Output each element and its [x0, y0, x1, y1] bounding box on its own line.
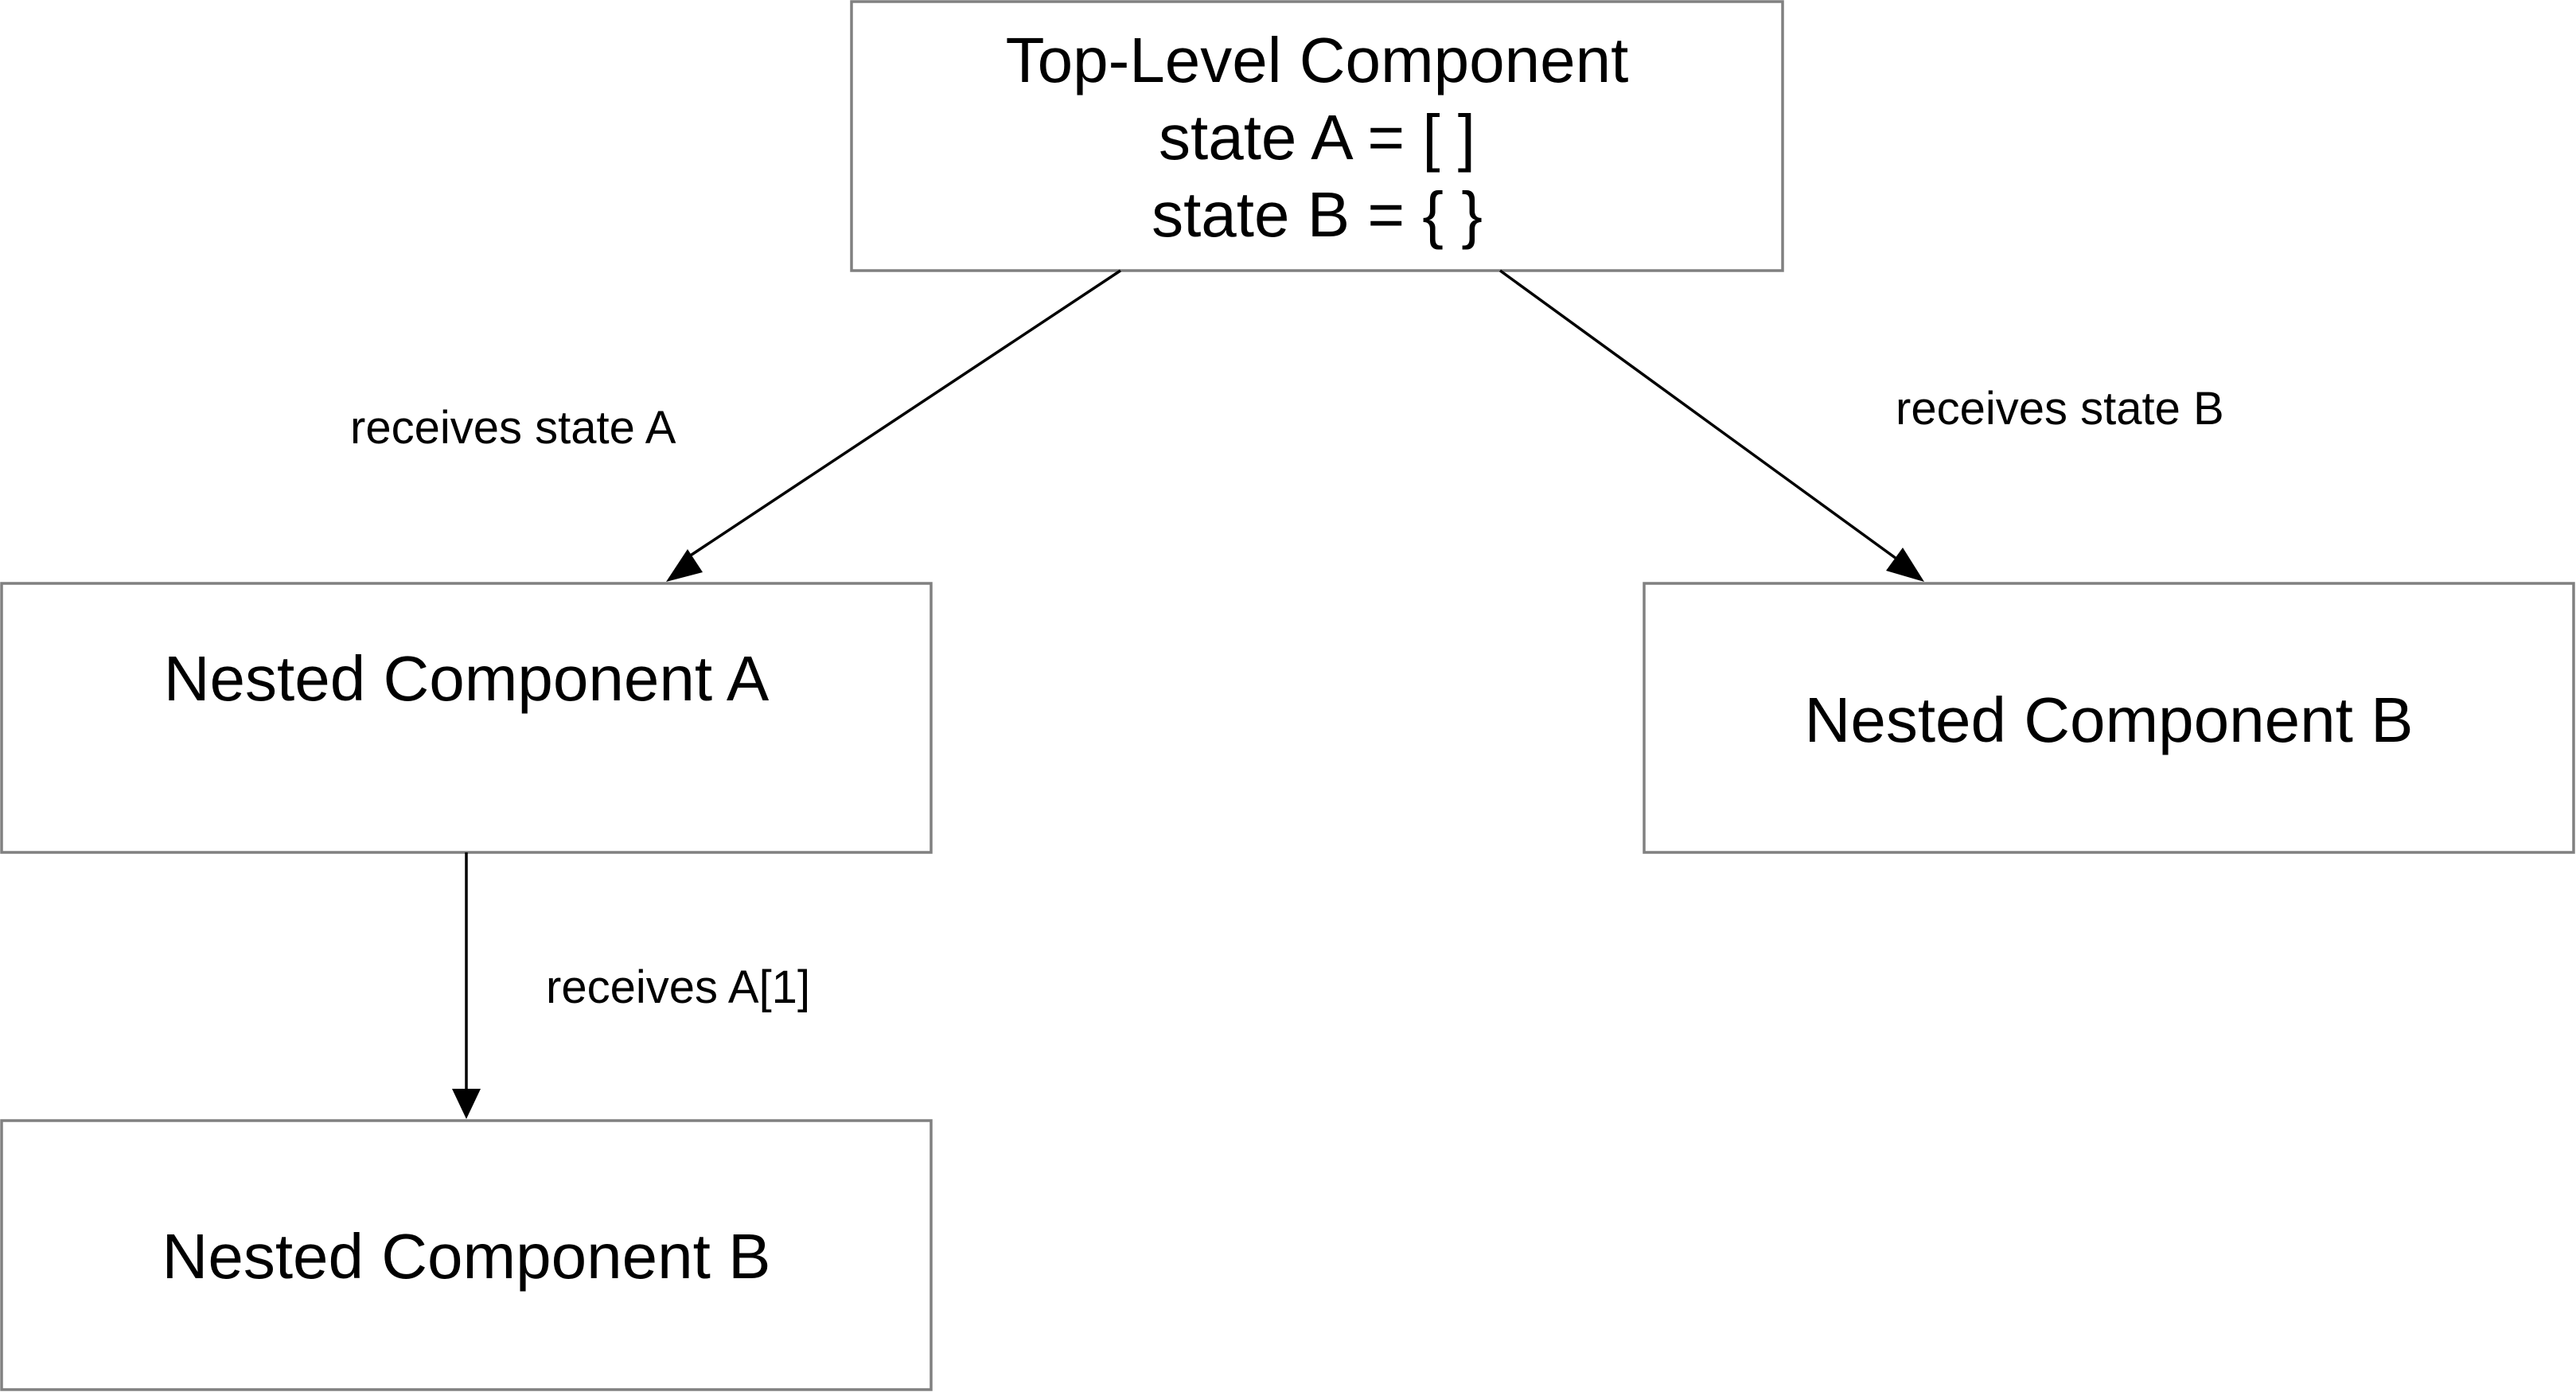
edge-top-to-a-label: receives state A: [350, 402, 676, 454]
nested-component-a-label: Nested Component A: [164, 643, 770, 714]
edge-top-to-b-arrowhead: [1886, 548, 1924, 582]
edge-a-to-b: receives A[1]: [452, 852, 810, 1119]
edge-top-to-a: receives state A: [350, 269, 1121, 582]
nested-component-b-bottom-node: Nested Component B: [0, 1119, 933, 1391]
nested-component-a-node: Nested Component A: [0, 582, 933, 854]
edge-a-to-b-label: receives A[1]: [546, 961, 810, 1013]
top-level-component-title: Top-Level Component: [1006, 25, 1629, 96]
nested-component-b-bottom-box: [0, 1119, 933, 1391]
nested-component-a-box: [0, 582, 933, 854]
edge-top-to-b-line: [1498, 269, 1904, 564]
edge-a-to-b-arrowhead: [452, 1089, 481, 1119]
edge-top-to-a-line: [684, 269, 1121, 561]
edge-top-to-b-label: receives state B: [1896, 383, 2224, 435]
top-level-component-state-a: state A = [ ]: [1159, 102, 1475, 173]
nested-component-b-right-box: [1643, 582, 2575, 854]
edge-top-to-b: receives state B: [1498, 269, 2224, 582]
top-level-component-node: Top-Level Component state A = [ ] state …: [850, 0, 1784, 272]
edge-top-to-a-arrowhead: [666, 549, 703, 582]
top-level-component-box: [850, 0, 1784, 272]
nested-component-b-right-node: Nested Component B: [1643, 582, 2575, 854]
top-level-component-state-b: state B = { }: [1152, 179, 1483, 250]
nested-component-b-right-label: Nested Component B: [1805, 684, 2414, 755]
nested-component-b-bottom-label: Nested Component B: [162, 1221, 771, 1292]
